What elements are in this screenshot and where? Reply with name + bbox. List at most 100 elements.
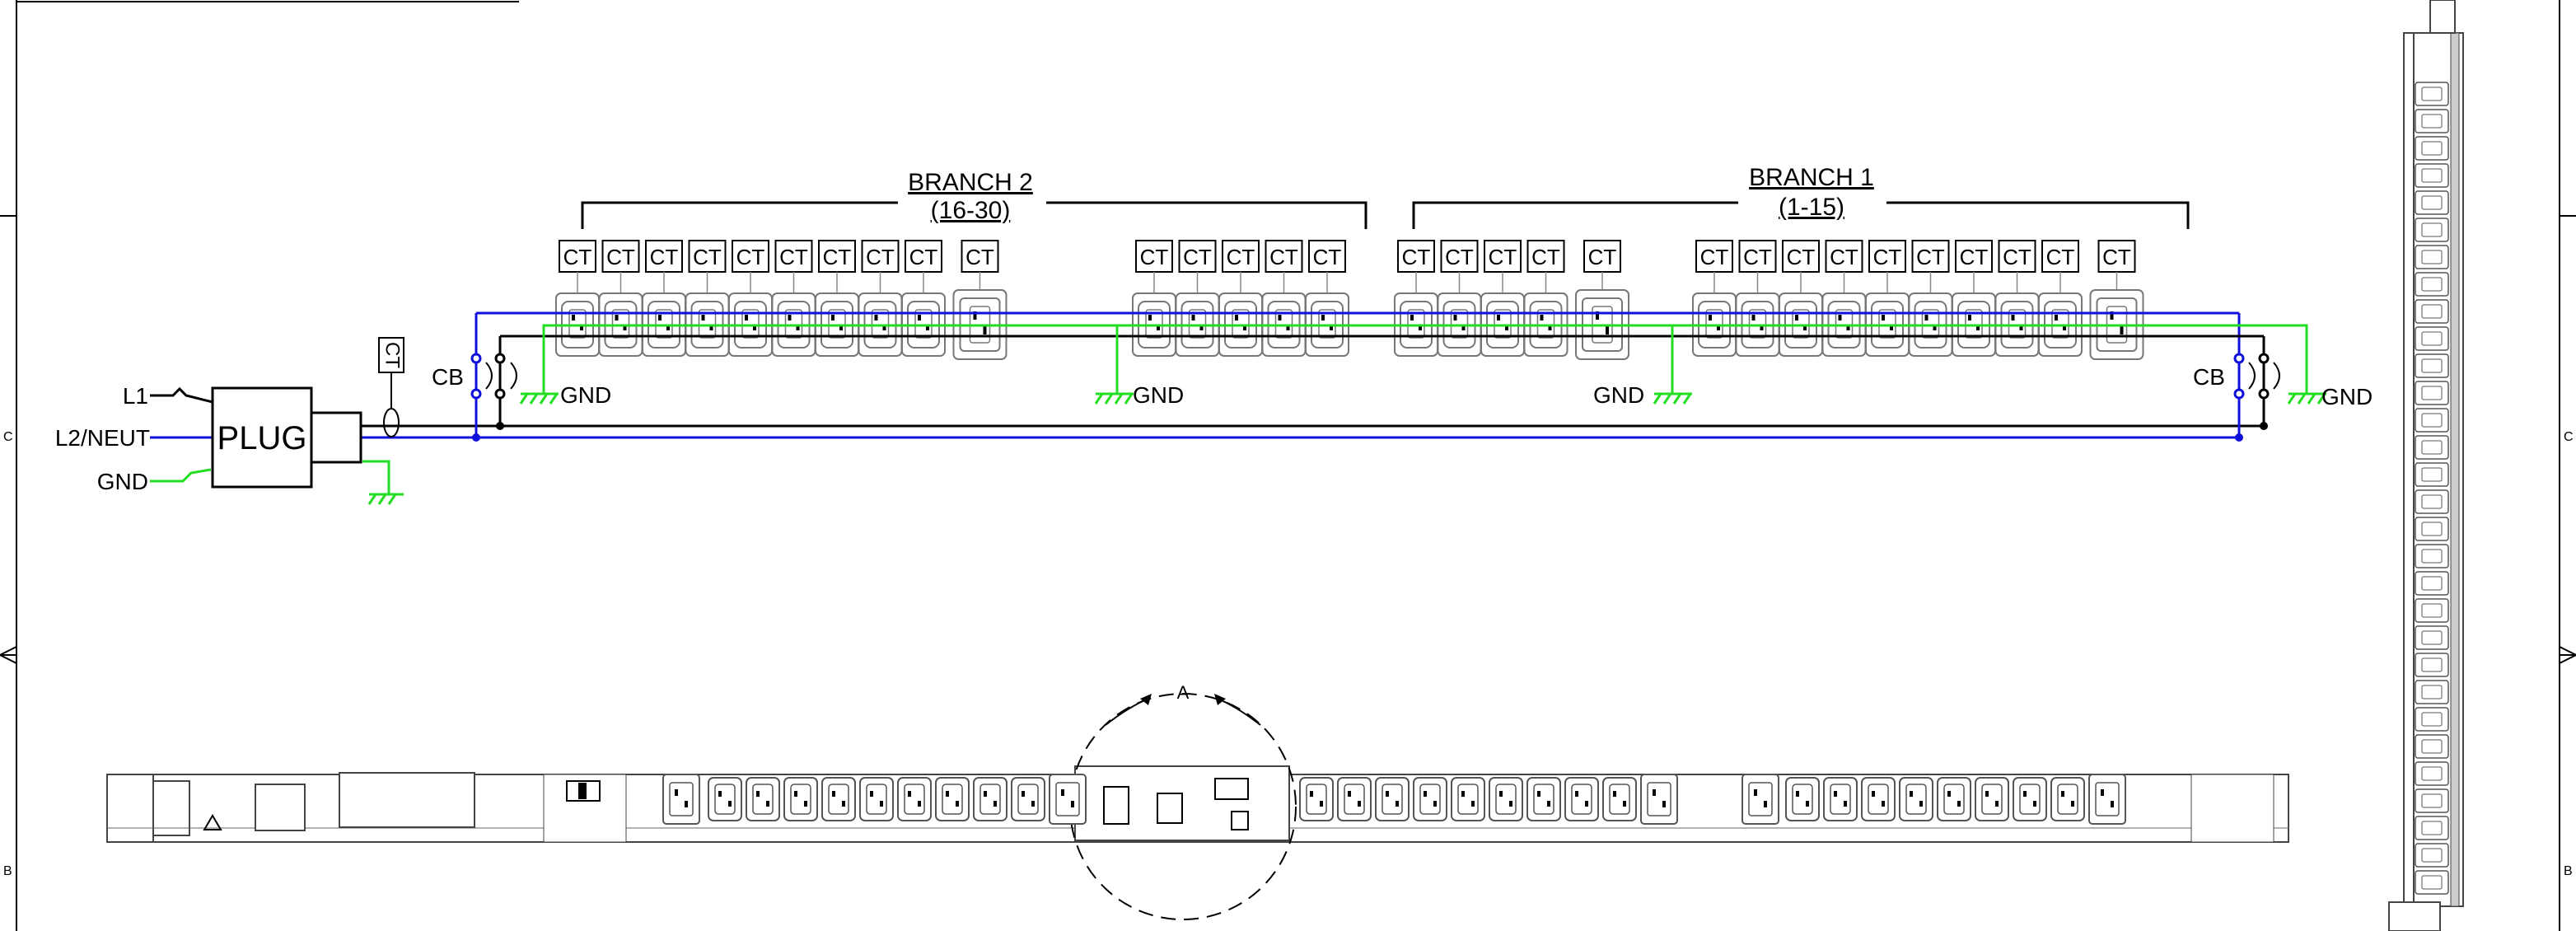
margin-letter-c-right: C <box>2564 430 2574 444</box>
c13-receptacle-icon <box>2415 707 2449 732</box>
c13-receptacle-icon <box>2050 777 2085 821</box>
current-transformer-icon: CT <box>1178 240 1217 293</box>
c13-receptacle-icon <box>2415 788 2449 813</box>
c19-receptacle-icon <box>1741 774 1779 825</box>
current-transformer-icon: CT <box>1440 240 1479 293</box>
c13-receptacle-icon <box>1975 777 2009 821</box>
plug-label: PLUG <box>217 420 307 456</box>
ct-label: CT <box>1873 245 1902 269</box>
ct-label: CT <box>650 245 679 269</box>
gnd-label-4: GND <box>2321 384 2373 409</box>
c13-receptacle-icon <box>2415 381 2449 405</box>
cb-label-branch-1: CB <box>2193 364 2225 390</box>
c13-receptacle-icon <box>1011 777 1045 821</box>
branch-1-bracket: BRANCH 1 (1-15) <box>1412 161 2190 229</box>
gnd-label-2: GND <box>1133 382 1184 408</box>
c13-receptacle-icon <box>1785 777 1820 821</box>
ct-label: CT <box>2003 245 2031 269</box>
ct-label: CT <box>2102 245 2131 269</box>
pdu-front-view: A <box>106 682 2289 920</box>
c13-receptacle-icon <box>2415 489 2449 514</box>
ground-icon <box>1653 387 1692 405</box>
branch-1-range: (1-15) <box>1779 194 1844 221</box>
current-transformer-icon: CT <box>1526 240 1565 293</box>
c13-receptacle-icon <box>2415 517 2449 541</box>
cb-label-branch-2: CB <box>432 364 464 390</box>
c13-receptacle-icon <box>1489 777 1523 821</box>
ct-label: CT <box>736 245 765 269</box>
c13-receptacle-icon <box>2415 625 2449 650</box>
c13-receptacle-icon <box>2415 326 2449 351</box>
c13-receptacle-icon <box>2415 571 2449 596</box>
c13-receptacle-icon <box>1861 777 1896 821</box>
c13-receptacle-icon <box>1602 777 1637 821</box>
branch-2-bracket: BRANCH 2 (16-30) <box>581 165 1367 229</box>
circuit-breaker-icon: CB <box>2193 353 2280 442</box>
pdu-side-view <box>2388 0 2464 931</box>
current-transformer-icon: CT <box>1222 240 1260 293</box>
current-transformer-icon: CT <box>645 240 683 293</box>
c19-receptacle-icon <box>1640 774 1678 825</box>
ct-label: CT <box>1227 245 1255 269</box>
ct-label: CT <box>563 245 592 269</box>
c13-receptacle-icon <box>1337 777 1372 821</box>
l2-neut-label: L2/NEUT <box>55 425 150 451</box>
c13-receptacle-icon <box>2415 163 2449 188</box>
c13-receptacle-icon <box>2013 777 2047 821</box>
ct-label: CT <box>1830 245 1858 269</box>
branch-1-title: BRANCH 1 <box>1749 164 1874 191</box>
current-transformer-icon: CT <box>2041 240 2079 293</box>
c13-receptacle-icon <box>2415 109 2449 133</box>
c13-receptacle-icon <box>2415 82 2449 106</box>
current-transformer-icon: CT <box>818 240 856 293</box>
current-transformer-icon: CT <box>2097 240 2136 293</box>
c19-receptacle-icon <box>2088 774 2126 825</box>
c13-receptacle-icon <box>2415 435 2449 460</box>
network-port-icon <box>1103 786 1129 825</box>
ct-label: CT <box>1489 245 1517 269</box>
margin-letter-c-left: C <box>3 430 13 444</box>
ground-icon <box>519 379 559 405</box>
c13-receptacle-icon <box>2415 843 2449 868</box>
ct-label: CT <box>823 245 852 269</box>
current-transformer-icon: CT <box>1955 240 1993 293</box>
gnd-label-input: GND <box>97 469 148 494</box>
c13-receptacle-icon <box>897 777 932 821</box>
c13-receptacle-icon <box>2415 136 2449 161</box>
c13-receptacle-icon <box>2415 462 2449 487</box>
current-transformer-icon: CT <box>1308 240 1346 293</box>
ct-label: CT <box>1183 245 1212 269</box>
current-transformer-icon: CT <box>1782 240 1820 293</box>
c13-receptacle-icon <box>1564 777 1599 821</box>
ct-label: CT <box>1531 245 1560 269</box>
c13-receptacle-icon <box>2415 761 2449 786</box>
current-transformer-icon: CT <box>905 240 942 293</box>
view-a-label: A <box>1177 682 1190 703</box>
c13-receptacle-icon <box>1823 777 1858 821</box>
c13-receptacle-icon <box>746 777 780 821</box>
ct-label: CT <box>779 245 808 269</box>
c13-receptacle-icon <box>1526 777 1561 821</box>
current-transformer-icon: CT <box>1135 240 1173 293</box>
wiring <box>150 311 2308 494</box>
c13-receptacle-icon <box>2415 544 2449 568</box>
ct-label: CT <box>1787 245 1816 269</box>
current-transformer-icon: CT <box>961 240 999 293</box>
c13-receptacle-icon <box>1299 777 1334 821</box>
gnd-label-3: GND <box>1593 382 1644 408</box>
current-transformer-icon: CT <box>1397 240 1435 293</box>
current-transformer-icon: CT <box>559 240 596 293</box>
c13-receptacle-icon <box>2415 870 2449 895</box>
current-transformer-icon: CT <box>1695 240 1733 293</box>
c13-receptacle-icon <box>1451 777 1485 821</box>
ct-label: CT <box>1313 245 1342 269</box>
c13-receptacle-icon <box>2415 734 2449 759</box>
current-transformer-icon: CT <box>1265 240 1303 293</box>
current-transformer-icon: CT <box>688 240 727 293</box>
current-transformer-icon: CT <box>1583 240 1621 293</box>
ct-label: CT <box>1588 245 1617 269</box>
ct-label: CT <box>965 245 994 269</box>
ct-label: CT <box>1743 245 1772 269</box>
